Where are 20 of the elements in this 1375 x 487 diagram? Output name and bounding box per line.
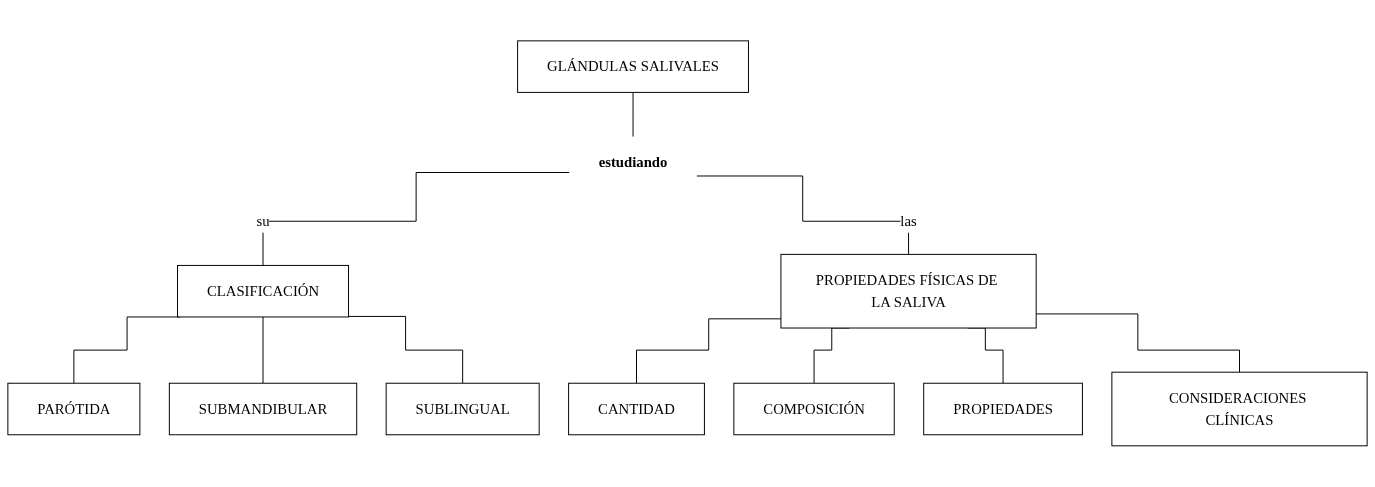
node-box: GLÁNDULAS SALIVALES [517, 40, 749, 94]
connector [1035, 313, 1240, 373]
edge-label: su [256, 213, 270, 230]
node-box: PARÓTIDA [7, 382, 141, 436]
node-box: PROPIEDADES FÍSICAS DE LA SALIVA [780, 254, 1037, 329]
node-box: CLASIFICACIÓN [177, 265, 349, 318]
connector [636, 318, 782, 384]
connector [348, 316, 464, 384]
node-box: SUBLINGUAL [385, 382, 540, 436]
connector [262, 316, 264, 384]
node-box: COMPOSICIÓN [733, 382, 895, 436]
node-box: PROPIEDADES [923, 382, 1083, 436]
connector [262, 172, 570, 267]
connector [632, 92, 634, 138]
node-box: SUBMANDIBULAR [168, 382, 358, 436]
node-text: estudiando [598, 154, 668, 171]
edge-label: las [900, 213, 917, 230]
node-box: CONSIDERACIONES CLÍNICAS [1111, 371, 1368, 447]
node-box: CANTIDAD [568, 382, 705, 436]
connector [696, 175, 910, 256]
